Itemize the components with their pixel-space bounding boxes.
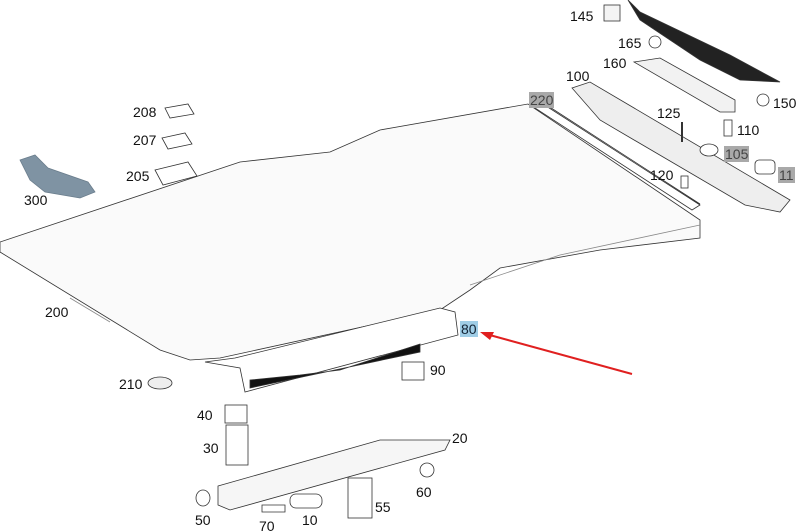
label-207[interactable]: 207 xyxy=(133,132,157,148)
label-10[interactable]: 10 xyxy=(302,512,318,528)
label-160[interactable]: 160 xyxy=(603,55,627,71)
label-90[interactable]: 90 xyxy=(430,362,446,378)
part-210 xyxy=(147,376,173,390)
label-165[interactable]: 165 xyxy=(618,35,642,51)
pointer-arrow xyxy=(485,333,633,375)
part-105 xyxy=(699,143,719,157)
part-300 xyxy=(19,154,96,199)
sill-strip-top xyxy=(627,0,781,83)
label-300[interactable]: 300 xyxy=(24,192,48,208)
label-55[interactable]: 55 xyxy=(375,499,391,515)
part-145 xyxy=(603,4,621,22)
label-105[interactable]: 105 xyxy=(724,146,750,162)
label-20[interactable]: 20 xyxy=(452,430,468,446)
part-207 xyxy=(161,132,193,150)
label-11[interactable]: 11 xyxy=(778,167,795,183)
part-205 xyxy=(154,161,198,186)
part-60 xyxy=(419,462,435,478)
label-120[interactable]: 120 xyxy=(650,167,674,183)
label-220[interactable]: 220 xyxy=(529,92,555,108)
bracket-20 xyxy=(217,439,451,511)
part-10 xyxy=(289,493,323,509)
label-210[interactable]: 210 xyxy=(119,376,143,392)
trim-strip-100 xyxy=(571,81,791,213)
part-70 xyxy=(261,504,286,513)
label-50[interactable]: 50 xyxy=(195,512,211,528)
part-110 xyxy=(723,119,733,137)
label-60[interactable]: 60 xyxy=(416,484,432,500)
label-208[interactable]: 208 xyxy=(133,104,157,120)
label-205[interactable]: 205 xyxy=(126,168,150,184)
arrow-head xyxy=(480,332,494,340)
cover-160 xyxy=(632,57,736,113)
sill-panel-80 xyxy=(204,307,459,393)
part-150 xyxy=(756,93,770,107)
part-55 xyxy=(347,477,373,519)
part-11 xyxy=(754,159,776,175)
label-100[interactable]: 100 xyxy=(566,68,590,84)
label-70[interactable]: 70 xyxy=(259,518,275,532)
label-125[interactable]: 125 xyxy=(657,105,681,121)
label-200[interactable]: 200 xyxy=(45,304,69,320)
part-30 xyxy=(225,424,249,466)
label-30[interactable]: 30 xyxy=(203,440,219,456)
floor-panel-200 xyxy=(0,103,701,361)
label-80[interactable]: 80 xyxy=(460,321,478,337)
part-165 xyxy=(648,35,662,49)
part-90 xyxy=(401,361,425,381)
label-110[interactable]: 110 xyxy=(737,122,760,138)
part-208 xyxy=(164,103,195,119)
part-50 xyxy=(195,489,211,507)
label-40[interactable]: 40 xyxy=(197,407,213,423)
label-150[interactable]: 150 xyxy=(773,95,796,111)
part-40 xyxy=(224,404,248,424)
label-145[interactable]: 145 xyxy=(570,8,594,24)
part-120 xyxy=(680,175,689,189)
